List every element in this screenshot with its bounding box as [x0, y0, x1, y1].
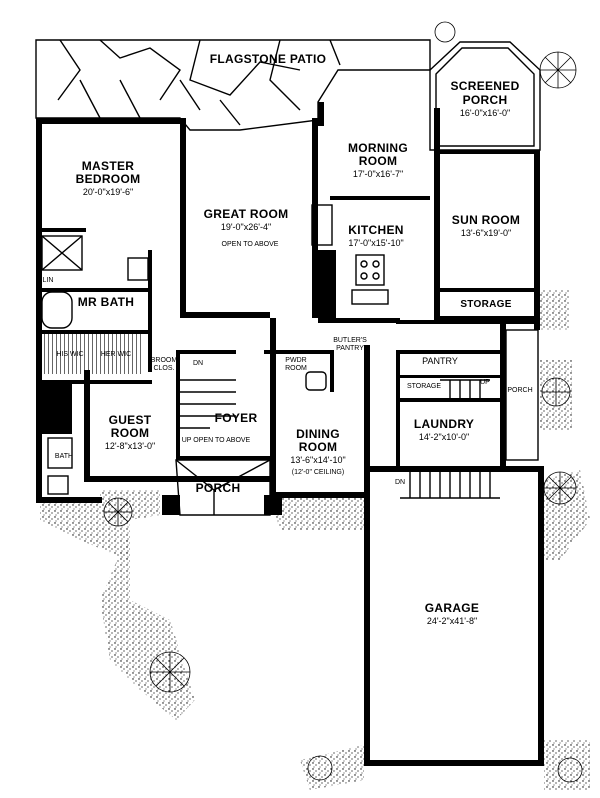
foyer-label: FOYER	[215, 411, 258, 425]
lin-label: LIN	[43, 277, 54, 284]
porch-side-label: PORCH	[507, 387, 532, 394]
bath-label: BATH	[55, 453, 73, 460]
guest-room-dims: 12'-8"x13'-0"	[105, 441, 155, 451]
landscaping	[40, 21, 590, 790]
pwdr-room-label-1: PWDR	[285, 357, 306, 364]
storage-upper-label: STORAGE	[460, 299, 511, 310]
garage-label: GARAGE	[425, 601, 479, 615]
pantry-label: PANTRY	[422, 356, 458, 366]
sun-room-label: SUN ROOM	[452, 213, 520, 227]
dining-room-label-2: ROOM	[299, 440, 338, 454]
dining-room-label-1: DINING	[296, 427, 340, 441]
guest-room-label-2: ROOM	[111, 426, 150, 440]
sun-room-dims: 13'-6"x19'-0"	[461, 228, 511, 238]
flagstone-patio-label: FLAGSTONE PATIO	[210, 52, 327, 66]
his-wic-label: HIS WIC	[56, 351, 83, 358]
kitchen-label: KITCHEN	[348, 223, 403, 237]
garage-dims: 24'-2"x41'-8"	[427, 616, 477, 626]
screened-porch-label-2: PORCH	[463, 93, 508, 107]
great-room-dims: 19'-0"x26'-4"	[221, 222, 271, 232]
pwdr-room-label-2: ROOM	[285, 365, 307, 372]
guest-room-label-1: GUEST	[109, 413, 152, 427]
morning-room-label-1: MORNING	[348, 141, 408, 155]
butlers-pantry-label-1: BUTLER'S	[333, 337, 367, 344]
wic-label: WIC	[53, 407, 67, 414]
master-bedroom-label-1: MASTER	[82, 159, 134, 173]
fixtures	[41, 204, 500, 499]
laundry-dims: 14'-2"x10'-0"	[419, 432, 469, 442]
screened-porch-label-1: SCREENED	[450, 79, 519, 93]
her-wic-label: HER WIC	[101, 351, 131, 358]
kitchen-dims: 17'-0"x15'-10"	[348, 238, 403, 248]
master-bedroom-label-2: BEDROOM	[76, 172, 141, 186]
side-porch	[505, 329, 539, 461]
morning-room-dims: 17'-0"x16'-7"	[353, 169, 403, 179]
dining-room-dims: 13'-6"x14'-10"	[290, 455, 345, 465]
laundry-label: LAUNDRY	[414, 417, 474, 431]
dn-stair-label: DN	[193, 360, 203, 367]
butlers-pantry-label-2: PANTRY	[336, 345, 364, 352]
broom-clos-label-2: CLOS.	[153, 365, 174, 372]
master-bedroom-dims: 20'-0"x19'-6"	[83, 187, 133, 197]
up-stair-label: UP	[480, 379, 490, 386]
storage-lower-label: STORAGE	[407, 383, 441, 390]
porch-front-label: PORCH	[196, 481, 241, 495]
foyer-note: UP OPEN TO ABOVE	[182, 437, 251, 444]
dining-room-note: (12'-0" CEILING)	[292, 469, 344, 476]
great-room-label: GREAT ROOM	[204, 207, 289, 221]
mr-bath-label: MR BATH	[78, 295, 135, 309]
great-room-note: OPEN TO ABOVE	[222, 241, 279, 248]
screened-porch-dims: 16'-0"x16'-0"	[460, 108, 510, 118]
morning-room-label-2: ROOM	[359, 154, 398, 168]
dn-garage-label: DN	[395, 479, 405, 486]
interior-walls	[36, 196, 500, 468]
broom-clos-label-1: BROOM	[151, 357, 178, 364]
room-labels: FLAGSTONE PATIO SCREENED PORCH 16'-0"x16…	[43, 52, 533, 626]
